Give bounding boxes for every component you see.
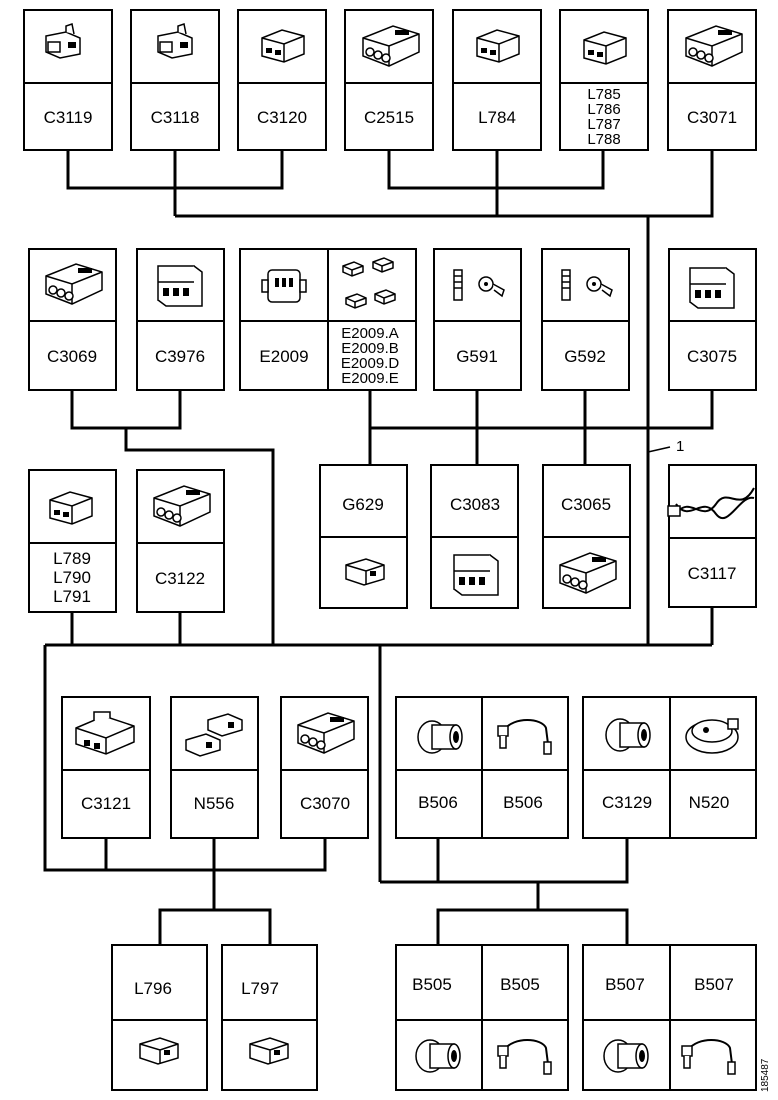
component-c3117: C3117	[667, 464, 757, 608]
component-label: G592	[564, 347, 606, 366]
component-label: C3071	[687, 108, 737, 127]
image-reference-id: 185487	[760, 1058, 771, 1092]
component-c3119: C3119	[23, 9, 113, 151]
component-label: B506	[503, 793, 543, 812]
fuse-holder-icon	[261, 269, 307, 303]
single-connector-icon	[139, 1037, 179, 1065]
component-b507: B507 B507	[582, 944, 757, 1091]
component-c3118: C3118	[130, 9, 220, 151]
component-e2009: E2009 E2009.A E2009.B E2009.D E2009.E	[239, 248, 417, 391]
connector-housing-icon	[583, 31, 627, 65]
component-label: C3129	[602, 793, 652, 812]
single-connector-icon	[345, 558, 385, 586]
component-label: L788	[587, 131, 620, 148]
component-l789-l791: L789 L790 L791	[28, 469, 117, 613]
component-n556: N556	[170, 696, 259, 839]
sensor-icon	[605, 718, 651, 752]
component-g629: G629	[319, 464, 408, 609]
component-label: C3069	[47, 347, 97, 366]
connector-housing-icon	[476, 29, 520, 63]
component-c3075: C3075	[668, 248, 757, 391]
component-c3122: C3122	[136, 469, 225, 613]
component-l784: L784	[452, 9, 542, 151]
component-b506: B506 B506	[395, 696, 569, 839]
sensor-icon	[603, 1039, 649, 1073]
component-label: L784	[478, 108, 516, 127]
component-label: B507	[605, 975, 645, 994]
component-label: E2009	[259, 347, 308, 366]
component-label: C3075	[687, 347, 737, 366]
component-label: E2009.E	[341, 370, 399, 387]
connector-housing-icon	[49, 491, 93, 525]
component-label: L797	[241, 979, 279, 998]
component-g591: G591	[433, 248, 522, 391]
component-b505: B505 B505	[395, 944, 569, 1091]
component-label: L786	[587, 101, 620, 118]
component-c3069: C3069	[28, 248, 117, 391]
single-connector-icon	[249, 1037, 289, 1065]
component-label: C3976	[155, 347, 205, 366]
component-label: L796	[134, 979, 172, 998]
component-c3071: C3071	[667, 9, 757, 151]
wiring	[43, 150, 714, 945]
component-c3976: C3976	[136, 248, 225, 391]
component-c3070: C3070	[280, 696, 369, 839]
component-label: N520	[689, 793, 730, 812]
component-c3065: C3065	[542, 464, 631, 609]
component-c3120: C3120	[237, 9, 327, 151]
component-label: C3065	[561, 495, 611, 514]
component-label: C3120	[257, 108, 307, 127]
component-c2515: C2515	[344, 9, 434, 151]
sensor-icon	[417, 720, 463, 754]
component-label: B507	[694, 975, 734, 994]
sensor-icon	[415, 1039, 461, 1073]
component-label: E2009.A	[341, 325, 399, 342]
component-label: C3121	[81, 794, 131, 813]
component-label: L791	[53, 587, 91, 606]
component-label: C2515	[364, 108, 414, 127]
connector-block-icon	[157, 265, 203, 307]
component-label: E2009.B	[341, 340, 399, 357]
component-label: C3122	[155, 569, 205, 588]
component-label: G591	[456, 347, 498, 366]
connector-housing-icon	[261, 29, 305, 63]
component-label: N556	[194, 794, 235, 813]
component-label: C3118	[151, 108, 200, 127]
component-c3129-n520: C3129 N520	[582, 696, 757, 839]
component-label: L790	[53, 568, 91, 587]
component-l797: L797	[221, 944, 318, 1091]
component-c3083: C3083	[430, 464, 519, 609]
component-label: C3119	[44, 108, 93, 127]
component-label: C3070	[300, 794, 350, 813]
component-l785-l788: L785 L786 L787 L788	[559, 9, 649, 151]
component-label: B505	[500, 975, 540, 994]
component-label: B505	[412, 975, 452, 994]
component-label: L789	[53, 549, 91, 568]
component-label: E2009.D	[341, 355, 400, 372]
component-c3121: C3121	[61, 696, 151, 839]
component-label: L785	[587, 86, 620, 103]
component-g592: G592	[541, 248, 630, 391]
component-label: C3083	[450, 495, 500, 514]
component-label: C3117	[688, 564, 737, 583]
connector-block-icon	[453, 554, 499, 596]
connector-block-icon	[689, 267, 735, 309]
component-label: B506	[418, 793, 458, 812]
harness-callout-label: 1	[676, 438, 684, 455]
component-label: G629	[342, 495, 384, 514]
component-label: L787	[587, 116, 620, 133]
component-l796: L796	[111, 944, 208, 1091]
